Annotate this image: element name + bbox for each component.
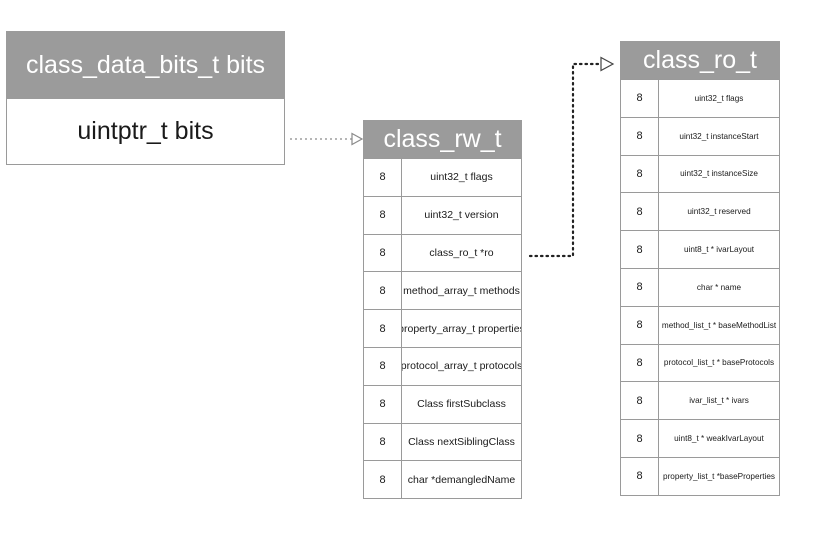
class-rw-title: class_rw_t xyxy=(383,124,502,153)
class-rw-row-field: class_ro_t *ro xyxy=(429,246,494,259)
class-ro-row-field: ivar_list_t * ivars xyxy=(689,396,749,406)
class-rw-row-size: 8 xyxy=(364,423,402,461)
ro-to-class-ro-connector xyxy=(528,62,602,258)
class-data-bits-title: class_data_bits_t bits xyxy=(25,50,266,79)
class-ro-row-size: 8 xyxy=(621,420,659,457)
class-ro-row: 8 protocol_list_t * baseProtocols xyxy=(621,343,779,382)
class-rw-row-size: 8 xyxy=(364,310,402,347)
class-rw-row-field: method_array_t methods xyxy=(403,284,520,297)
class-rw-row: 8 char *demangledName xyxy=(364,460,521,499)
class-ro-title: class_ro_t xyxy=(643,45,757,74)
class-rw-row: 8 Class nextSiblingClass xyxy=(364,422,521,461)
class-rw-row: 8 class_ro_t *ro xyxy=(364,233,521,272)
class-rw-row-field: uint32_t version xyxy=(424,209,499,222)
ro-to-class-ro-arrowhead xyxy=(600,56,615,72)
class-ro-row-size: 8 xyxy=(621,193,659,231)
class-ro-table: 8 uint32_t flags 8 uint32_t instanceStart 8 u… xyxy=(620,79,780,496)
class-ro-row-field: uint8_t * ivarLayout xyxy=(683,245,755,255)
class-ro-row-field: uint32_t flags xyxy=(694,93,744,103)
class-rw-row: 8 uint32_t flags xyxy=(364,158,521,196)
class-rw-row-size: 8 xyxy=(364,272,402,310)
class-rw-row-field: property_array_t properties xyxy=(402,322,521,335)
class-ro-row-size: 8 xyxy=(621,344,659,382)
class-ro-row-size: 8 xyxy=(621,231,659,268)
class-rw-row-size: 8 xyxy=(364,159,402,196)
class-ro-row-field: char * name xyxy=(696,282,742,292)
class-ro-row: 8 uint32_t instanceStart xyxy=(621,116,779,155)
class-ro-row: 8 char * name xyxy=(621,267,779,306)
class-rw-row-size: 8 xyxy=(364,347,402,385)
class-rw-header: class_rw_t xyxy=(363,120,522,158)
class-rw-row-field: uint32_t flags xyxy=(430,171,493,184)
class-ro-row-size: 8 xyxy=(621,268,659,306)
class-ro-row: 8 uint8_t * weakIvarLayout xyxy=(621,419,779,457)
class-data-bits-content: uintptr_t bits xyxy=(6,99,285,165)
class-ro-row-size: 8 xyxy=(621,457,659,495)
class-rw-row-field: Class firstSubclass xyxy=(417,398,506,411)
class-ro-row-field: property_list_t *baseProperties xyxy=(663,471,775,481)
class-ro-row: 8 property_list_t *baseProperties xyxy=(621,456,779,495)
class-data-bits-header: class_data_bits_t bits xyxy=(6,31,285,99)
class-rw-row-size: 8 xyxy=(364,461,402,499)
class-rw-row-field: Class nextSiblingClass xyxy=(408,435,515,448)
class-rw-row-size: 8 xyxy=(364,385,402,423)
class-ro-row-size: 8 xyxy=(621,117,659,155)
class-ro-row-size: 8 xyxy=(621,306,659,344)
class-ro-header: class_ro_t xyxy=(620,41,780,79)
class-ro-row-field: uint32_t reserved xyxy=(687,207,751,217)
class-rw-row-size: 8 xyxy=(364,234,402,272)
bits-to-rw-arrowhead xyxy=(351,132,364,146)
class-rw-row: 8 Class firstSubclass xyxy=(364,384,521,423)
class-ro-row: 8 uint8_t * ivarLayout xyxy=(621,230,779,268)
class-rw-row-field: protocol_array_t protocols xyxy=(402,360,521,373)
class-ro-row: 8 uint32_t reserved xyxy=(621,192,779,231)
class-ro-row-field: uint32_t instanceSize xyxy=(680,169,758,179)
class-rw-row-size: 8 xyxy=(364,196,402,234)
class-ro-row-field: method_list_t * baseMethodList xyxy=(661,320,777,330)
class-data-bits-field: uintptr_t bits xyxy=(77,117,214,145)
class-ro-row: 8 uint32_t flags xyxy=(621,79,779,117)
class-rw-table: 8 uint32_t flags 8 uint32_t version 8 class_r… xyxy=(363,158,522,500)
class-rw-row: 8 uint32_t version xyxy=(364,195,521,234)
class-ro-row-field: uint8_t * weakIvarLayout xyxy=(674,434,764,444)
class-ro-row: 8 uint32_t instanceSize xyxy=(621,154,779,193)
class-ro-row-size: 8 xyxy=(621,155,659,193)
class-ro-row-field: uint32_t instanceStart xyxy=(679,131,759,141)
class-ro-row-field: protocol_list_t * baseProtocols xyxy=(663,358,775,368)
class-ro-row-size: 8 xyxy=(621,382,659,420)
class-ro-row: 8 ivar_list_t * ivars xyxy=(621,381,779,420)
class-ro-row-size: 8 xyxy=(621,80,659,117)
class-rw-row-field: char *demangledName xyxy=(407,473,516,486)
